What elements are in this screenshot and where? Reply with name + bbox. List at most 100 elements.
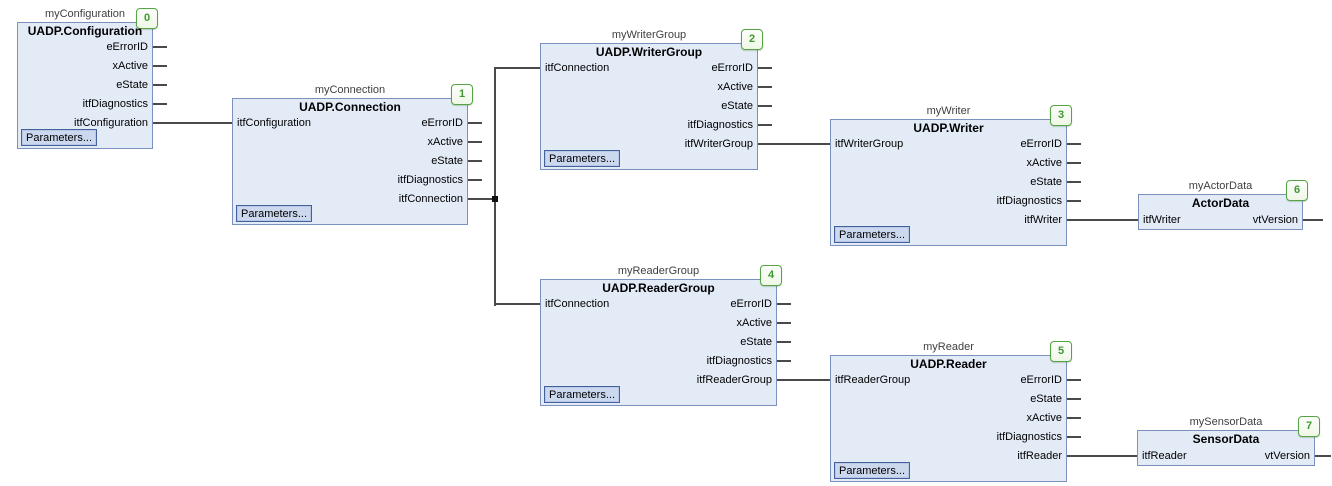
pin-stub	[1067, 200, 1081, 202]
pin-out-eState[interactable]: eState	[740, 336, 772, 348]
pin-out-itfReaderGroup[interactable]: itfReaderGroup	[696, 374, 772, 386]
pin-stub	[153, 65, 167, 67]
function-block-myConnection[interactable]: myConnection 1 UADP.Connection itfConfig…	[232, 84, 473, 225]
pin-out-itfConfiguration[interactable]: itfConfiguration	[74, 117, 148, 129]
pin-stub	[1303, 219, 1323, 221]
pin-stub	[758, 67, 772, 69]
pin-out-xActive[interactable]: xActive	[736, 317, 772, 329]
pin-out-itfReader[interactable]: itfReader	[1017, 450, 1062, 462]
pin-stub	[777, 360, 791, 362]
pin-out-vtVersion[interactable]: vtVersion	[1252, 214, 1298, 226]
block-title: SensorData	[1192, 432, 1260, 446]
wire-configuration-to-connection[interactable]	[153, 122, 232, 124]
pin-stub	[1067, 162, 1081, 164]
function-block-myReader[interactable]: myReader 5 UADP.Reader itfReaderGroup eE…	[830, 341, 1072, 482]
pin-out-eState[interactable]: eState	[1030, 393, 1062, 405]
exec-order-badge: 6	[1286, 180, 1308, 201]
function-block-mySensorData[interactable]: mySensorData 7 SensorData itfReader vtVe…	[1137, 416, 1320, 466]
pin-out-vtVersion[interactable]: vtVersion	[1264, 450, 1310, 462]
block-title: UADP.Reader	[910, 357, 987, 371]
exec-order-badge: 1	[451, 84, 473, 105]
pin-out-itfDiagnostics[interactable]: itfDiagnostics	[82, 98, 148, 110]
parameters-button[interactable]: Parameters...	[834, 226, 910, 243]
pin-in-itfReader[interactable]: itfReader	[1142, 450, 1187, 462]
exec-order-badge: 3	[1050, 105, 1072, 126]
pin-out-itfWriter[interactable]: itfWriter	[1024, 214, 1062, 226]
pin-in-itfWriterGroup[interactable]: itfWriterGroup	[835, 138, 904, 150]
wire-readergroup-to-reader[interactable]	[777, 379, 830, 381]
pin-out-xActive[interactable]: xActive	[112, 60, 148, 72]
instance-name[interactable]: myConfiguration	[44, 8, 126, 20]
pin-stub	[1067, 417, 1081, 419]
pin-out-itfDiagnostics[interactable]: itfDiagnostics	[397, 174, 463, 186]
pin-stub	[1067, 379, 1081, 381]
wire-writer-to-actordata[interactable]	[1067, 219, 1138, 221]
wire-connection-to-readergroup[interactable]	[494, 303, 540, 305]
pin-out-itfDiagnostics[interactable]: itfDiagnostics	[687, 119, 753, 131]
pin-stub	[758, 124, 772, 126]
exec-order-badge: 0	[136, 8, 158, 29]
pin-stub	[1067, 436, 1081, 438]
wire-connection-to-writergroup[interactable]	[494, 67, 540, 69]
pin-stub	[153, 103, 167, 105]
function-block-myWriterGroup[interactable]: myWriterGroup 2 UADP.WriterGroup itfConn…	[540, 29, 763, 170]
pin-stub	[153, 84, 167, 86]
pin-in-itfReaderGroup[interactable]: itfReaderGroup	[835, 374, 911, 386]
block-title: ActorData	[1191, 196, 1250, 210]
pin-out-itfDiagnostics[interactable]: itfDiagnostics	[996, 431, 1062, 443]
pin-out-xActive[interactable]: xActive	[1026, 412, 1062, 424]
pin-out-eErrorID[interactable]: eErrorID	[1020, 374, 1062, 386]
instance-name[interactable]: myActorData	[1188, 180, 1253, 192]
instance-name[interactable]: myReader	[923, 341, 974, 353]
pin-out-eErrorID[interactable]: eErrorID	[106, 41, 148, 53]
pin-out-eState[interactable]: eState	[116, 79, 148, 91]
pin-out-eErrorID[interactable]: eErrorID	[1020, 138, 1062, 150]
block-title: UADP.ReaderGroup	[602, 281, 715, 295]
pin-out-eErrorID[interactable]: eErrorID	[730, 298, 772, 310]
function-block-myWriter[interactable]: myWriter 3 UADP.Writer itfWriterGroup eE…	[830, 105, 1072, 246]
pin-stub	[777, 303, 791, 305]
parameters-button[interactable]: Parameters...	[544, 386, 620, 403]
instance-name[interactable]: myWriterGroup	[611, 29, 687, 41]
wire-junction-dot	[492, 196, 498, 202]
block-title: UADP.Configuration	[27, 24, 143, 38]
pin-in-itfConnection[interactable]: itfConnection	[545, 62, 610, 74]
block-title: UADP.Writer	[913, 121, 984, 135]
pin-stub	[758, 105, 772, 107]
pin-in-itfConnection[interactable]: itfConnection	[545, 298, 610, 310]
wire-writergroup-to-writer[interactable]	[758, 143, 830, 145]
pin-out-eState[interactable]: eState	[721, 100, 753, 112]
pin-out-xActive[interactable]: xActive	[1026, 157, 1062, 169]
pin-out-xActive[interactable]: xActive	[427, 136, 463, 148]
pin-out-eErrorID[interactable]: eErrorID	[711, 62, 753, 74]
function-block-myReaderGroup[interactable]: myReaderGroup 4 UADP.ReaderGroup itfConn…	[540, 265, 782, 406]
pin-in-itfWriter[interactable]: itfWriter	[1143, 214, 1181, 226]
pin-stub	[468, 122, 482, 124]
pin-out-itfWriterGroup[interactable]: itfWriterGroup	[684, 138, 753, 150]
parameters-button[interactable]: Parameters...	[236, 205, 312, 222]
wire-connection-branch-vertical[interactable]	[494, 67, 496, 306]
pin-out-itfDiagnostics[interactable]: itfDiagnostics	[996, 195, 1062, 207]
wire-connection-output[interactable]	[468, 198, 496, 200]
pin-in-itfConfiguration[interactable]: itfConfiguration	[237, 117, 311, 129]
instance-name[interactable]: myConnection	[314, 84, 386, 96]
wire-reader-to-sensordata[interactable]	[1067, 455, 1137, 457]
parameters-button[interactable]: Parameters...	[21, 129, 97, 146]
pin-out-eState[interactable]: eState	[431, 155, 463, 167]
function-block-myActorData[interactable]: myActorData 6 ActorData itfWriter vtVers…	[1138, 180, 1308, 230]
parameters-button[interactable]: Parameters...	[834, 462, 910, 479]
pin-stub	[468, 179, 482, 181]
pin-stub	[468, 160, 482, 162]
instance-name[interactable]: myReaderGroup	[617, 265, 700, 277]
exec-order-badge: 4	[760, 265, 782, 286]
instance-name[interactable]: myWriter	[926, 105, 971, 117]
instance-name[interactable]: mySensorData	[1189, 416, 1263, 428]
function-block-myConfiguration[interactable]: myConfiguration 0 UADP.Configuration eEr…	[17, 8, 158, 149]
parameters-button[interactable]: Parameters...	[544, 150, 620, 167]
pin-out-xActive[interactable]: xActive	[717, 81, 753, 93]
pin-out-eErrorID[interactable]: eErrorID	[421, 117, 463, 129]
pin-out-itfDiagnostics[interactable]: itfDiagnostics	[706, 355, 772, 367]
pin-out-itfConnection[interactable]: itfConnection	[398, 193, 463, 205]
pin-out-eState[interactable]: eState	[1030, 176, 1062, 188]
